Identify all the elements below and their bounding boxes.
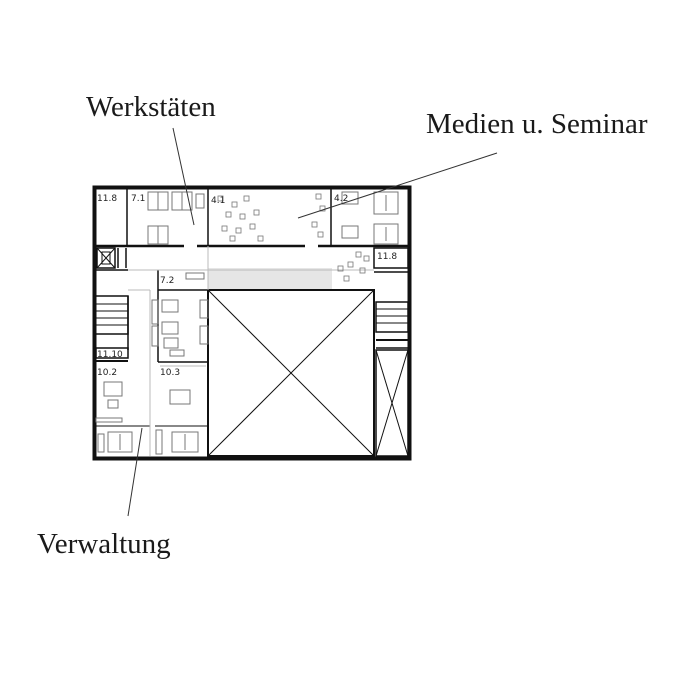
admin-furniture [95,381,199,455]
room-label-11-8-right: 11.8 [377,252,397,262]
right-side-walls [373,247,410,457]
room-7-2-furniture [151,272,209,357]
workshop-furniture [147,191,205,245]
room-label-10-2: 10.2 [97,368,117,378]
inner-walls [94,270,209,456]
label-medien-seminar: Medien u. Seminar [426,108,648,140]
label-verwaltung: Verwaltung [37,528,171,560]
highlight-zone [208,268,332,290]
room-label-4-1: 4.1 [211,196,225,206]
light-guides [128,246,374,456]
outer-wall [92,185,412,461]
label-werkstaetten: Werkstäten [86,91,216,123]
room-label-7-1: 7.1 [131,194,145,204]
room-label-10-3: 10.3 [160,368,180,378]
room-label-11-8-left: 11.8 [97,194,117,204]
leader-lines [127,127,498,517]
room-label-7-2: 7.2 [160,276,174,286]
left-side-walls [93,247,129,362]
top-row-walls [94,188,410,248]
room-4-2-desks [341,191,399,245]
room-label-4-2: 4.2 [334,194,348,204]
central-void [207,289,375,457]
room-label-11-10: 11.10 [97,350,123,360]
media-furniture [217,193,370,282]
